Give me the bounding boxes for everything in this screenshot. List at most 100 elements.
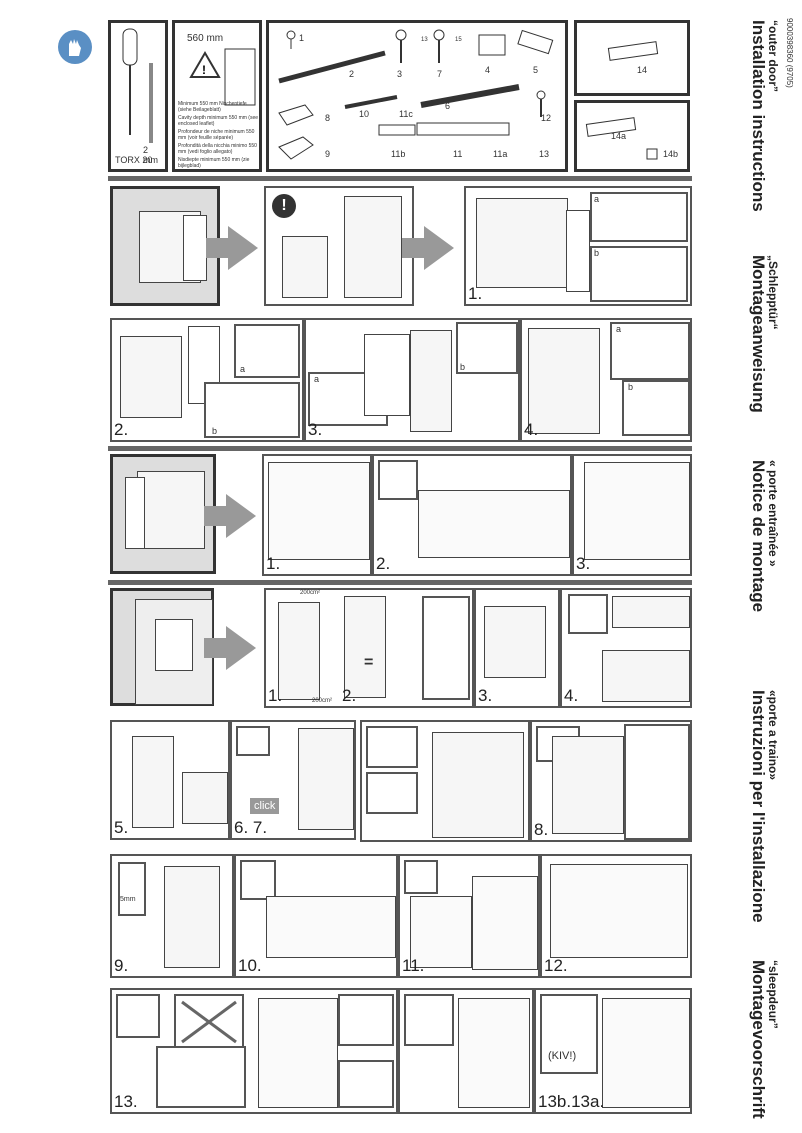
part-11b: 11b xyxy=(391,149,406,159)
title-de: Montageanweisung xyxy=(749,255,768,413)
fr-step1-panel: 1. xyxy=(262,454,372,576)
part-6: 6 xyxy=(445,101,451,111)
reverse-door-panel xyxy=(110,454,216,574)
step-number: 6. 7. xyxy=(234,818,268,837)
part-5: 5 xyxy=(533,65,539,75)
fr-step3-panel: 3. xyxy=(572,454,692,576)
step10-panel: 10. xyxy=(234,854,398,978)
it-step1-panel: 200cm² 200cm² = 1. 2. xyxy=(264,588,474,708)
part-2: 2 xyxy=(349,69,355,79)
step-number: 12. xyxy=(544,956,568,975)
no-cross-icon xyxy=(181,1000,237,1044)
step67-panel: click 6. 7. xyxy=(230,720,356,840)
label-b: b xyxy=(594,248,600,258)
step12-panel: 12. xyxy=(540,854,692,978)
separator xyxy=(108,176,692,181)
vent-bottom-label: 200cm² xyxy=(312,698,333,704)
arrow-right-icon xyxy=(402,226,454,270)
part-14b: 14b xyxy=(663,149,679,159)
step1-panel: a b 1. xyxy=(464,186,692,306)
step2-panel: a b 2. xyxy=(110,318,304,442)
step-number: 4. xyxy=(524,420,539,439)
part14-drawing xyxy=(607,41,659,61)
part14-panel: 14 xyxy=(574,20,690,96)
screw3-dim: 13 xyxy=(421,37,428,43)
step13b-panel xyxy=(398,988,534,1114)
niche-panel: 560 mm ! Minimum 550 mm Nischentiefe (si… xyxy=(172,20,262,172)
it-step4-panel: 4. xyxy=(560,588,692,708)
step-number: 3. xyxy=(308,420,323,439)
it-step3-panel: 3. xyxy=(474,588,560,708)
fr-step2-panel: 2. xyxy=(372,454,572,576)
step-number: 1. xyxy=(266,554,281,573)
depth-note-3: Profondeur de niche minimum 550 mm (voir… xyxy=(178,129,255,141)
title-fr: Notice de montage xyxy=(749,460,768,613)
depth-note-5: Nisdiepte minimum 550 mm (zie bijlegblad… xyxy=(178,157,250,169)
parts-drawing xyxy=(278,29,554,160)
gap-label: 5mm xyxy=(120,896,136,903)
part-7: 7 xyxy=(437,69,443,79)
vent-top-label: 200cm² xyxy=(300,590,321,596)
step-number: 2. xyxy=(114,420,129,439)
step8-panel: 8. xyxy=(530,720,692,842)
screw7-dim: 15 xyxy=(455,37,462,43)
part-1: 1 xyxy=(299,33,305,43)
label-a: a xyxy=(616,324,622,334)
step-number: 10. xyxy=(238,956,262,975)
warning-icon: ! xyxy=(189,48,256,106)
part-10: 10 xyxy=(359,109,370,119)
step5-panel: 5. xyxy=(110,720,230,840)
depth-note-2: Cavity depth minimum 550 mm (see enclose… xyxy=(178,115,259,127)
drill-label: 2 mm xyxy=(143,145,158,165)
step-number: 4. xyxy=(564,686,579,705)
step13-panel: 13. xyxy=(110,988,398,1114)
part-3: 3 xyxy=(397,69,403,79)
step-number: 5. xyxy=(114,818,129,837)
step-number: 13. xyxy=(114,1092,138,1111)
step3-panel: a b 3. xyxy=(304,318,520,442)
arrow-right-icon xyxy=(206,226,258,270)
part14ab-drawing xyxy=(585,117,658,160)
step-number: 2. xyxy=(376,554,391,573)
warning-panel: ! xyxy=(264,186,414,306)
label-b: b xyxy=(628,382,634,392)
step9-panel: 5mm 9. xyxy=(110,854,234,978)
separator xyxy=(108,580,692,585)
subtitle-it: «porte a traino» xyxy=(766,690,780,781)
it-door-panel xyxy=(360,720,530,842)
subtitle-de: „Schlepptür“ xyxy=(766,255,780,330)
step-number: 3. xyxy=(478,686,493,705)
arrow-right-icon xyxy=(204,494,256,538)
step-number: 11. xyxy=(402,956,425,975)
title-en: Installation instructions xyxy=(749,20,768,212)
equal-sign: = xyxy=(364,654,374,671)
parts-panel: 1 2 3 7 4 5 13 15 8 10 11c 6 12 9 11b 11… xyxy=(266,20,568,172)
label-a: a xyxy=(314,374,320,384)
exclamation-icon: ! xyxy=(272,194,296,218)
label-a: a xyxy=(594,194,600,204)
step4-panel: a b 4. xyxy=(520,318,692,442)
depth-note-4: Profondità della nicchia minimo 550 mm (… xyxy=(178,143,257,155)
click-badge: click xyxy=(250,798,280,814)
label-b: b xyxy=(212,426,218,436)
document-id: 9000398360 (9705) xyxy=(785,18,794,88)
part-11a: 11a xyxy=(493,149,508,159)
tools-panel: TORX 20 2 mm xyxy=(108,20,168,172)
step-number: 13b.13a. xyxy=(538,1092,605,1111)
open-door-panel xyxy=(110,186,220,306)
step11-panel: 11. xyxy=(398,854,540,978)
niche-width: 560 mm xyxy=(187,33,224,44)
label-a: a xyxy=(240,364,246,374)
part-11c: 11c xyxy=(399,109,413,119)
depth-note-1: Minimum 550 mm Nischentiefe (siehe Beila… xyxy=(178,101,247,113)
step-number: 9. xyxy=(114,956,129,975)
part14ab-panel: 14a 14b xyxy=(574,100,690,172)
subtitle-nl: “sleepdeur” xyxy=(766,960,780,1029)
part-4: 4 xyxy=(485,65,491,75)
part-13: 13 xyxy=(539,149,550,159)
step-number: 1. xyxy=(468,284,483,303)
screwdriver-icon xyxy=(122,28,153,143)
glove-icon xyxy=(58,30,92,64)
step-number: 2. xyxy=(342,686,357,705)
step13a-panel: (KIV!) 13b.13a. xyxy=(534,988,692,1114)
